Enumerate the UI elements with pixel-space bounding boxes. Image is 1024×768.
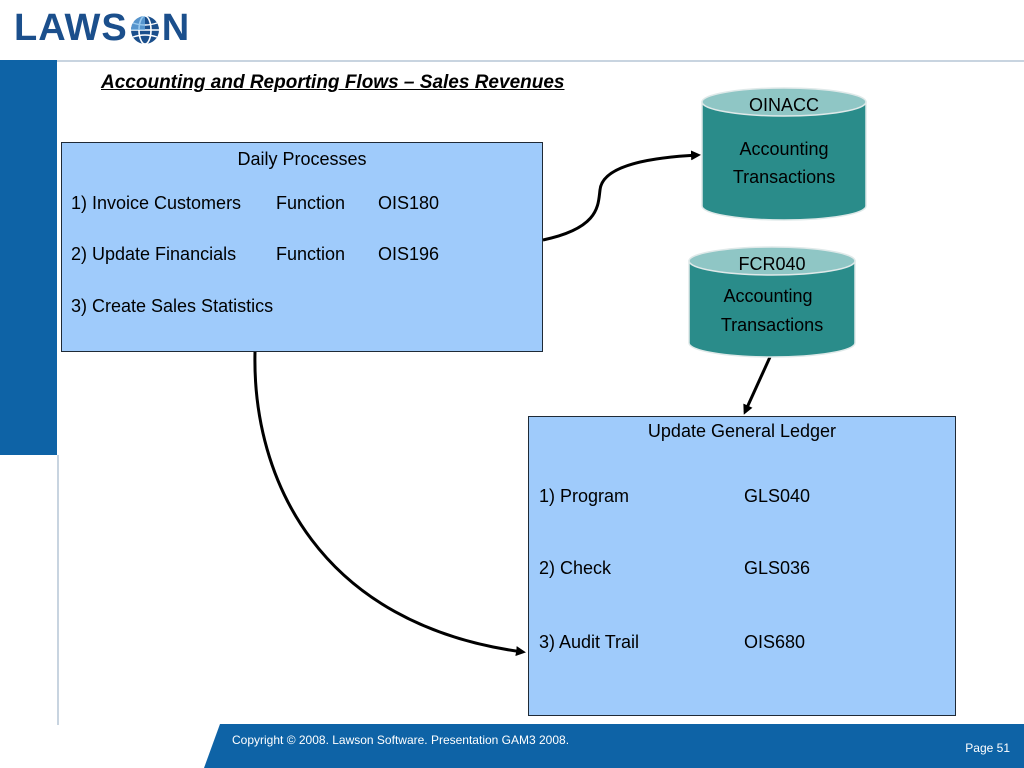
daily-row-code: OIS180 bbox=[378, 193, 440, 213]
copyright-text: Copyright © 2008. Lawson Software. Prese… bbox=[232, 733, 570, 747]
footer-bar bbox=[204, 724, 1024, 768]
gl-row-label: 1) Program bbox=[539, 486, 630, 506]
oinacc-line1: Accounting bbox=[739, 139, 829, 159]
logo-text-left: LAWS bbox=[14, 7, 128, 49]
gl-row-label: 2) Check bbox=[539, 558, 612, 578]
daily-row-label: 3) Create Sales Statistics bbox=[71, 296, 274, 316]
oinacc-cylinder: OINACC Accounting Transactions bbox=[701, 86, 867, 222]
gl-row-code: GLS036 bbox=[744, 558, 811, 578]
gl-header: Update General Ledger bbox=[647, 421, 837, 441]
update-general-ledger-box: Update General Ledger 1) Program GLS040 … bbox=[528, 416, 956, 716]
logo-text-right: N bbox=[161, 7, 191, 49]
arrow-fcr040-to-gl bbox=[743, 356, 772, 415]
left-accent-bar bbox=[0, 60, 57, 455]
page-number: Page 51 bbox=[965, 741, 1010, 755]
frame-top-line bbox=[57, 60, 1024, 62]
arrow-daily-to-oinacc bbox=[542, 150, 701, 242]
daily-row-code: OIS196 bbox=[378, 244, 440, 264]
cylinder-shape bbox=[701, 87, 867, 221]
frame-left-line bbox=[57, 455, 59, 725]
gl-row-label: 3) Audit Trail bbox=[539, 632, 640, 652]
fcr040-cylinder: FCR040 Accounting Transactions bbox=[688, 245, 856, 359]
fcr040-line1: Accounting bbox=[723, 286, 813, 306]
gl-row-code: OIS680 bbox=[744, 632, 806, 652]
oinacc-name: OINACC bbox=[748, 95, 819, 115]
oinacc-line2: Transactions bbox=[732, 167, 836, 187]
gl-row-code: GLS040 bbox=[744, 486, 811, 506]
cylinder-shape bbox=[688, 246, 856, 358]
fcr040-name: FCR040 bbox=[738, 254, 806, 274]
fcr040-line2: Transactions bbox=[720, 315, 824, 335]
lawson-logo: LAWS N bbox=[14, 8, 190, 48]
daily-row-type: Function bbox=[276, 193, 346, 213]
daily-row-label: 2) Update Financials bbox=[71, 244, 237, 264]
globe-icon bbox=[130, 15, 159, 45]
daily-processes-header: Daily Processes bbox=[237, 149, 367, 169]
arrow-daily-to-gl bbox=[253, 351, 526, 657]
daily-row-label: 1) Invoice Customers bbox=[71, 193, 242, 213]
daily-row-type: Function bbox=[276, 244, 346, 264]
slide-title: Accounting and Reporting Flows – Sales R… bbox=[101, 72, 565, 93]
daily-processes-box: Daily Processes 1) Invoice Customers Fun… bbox=[61, 142, 543, 352]
